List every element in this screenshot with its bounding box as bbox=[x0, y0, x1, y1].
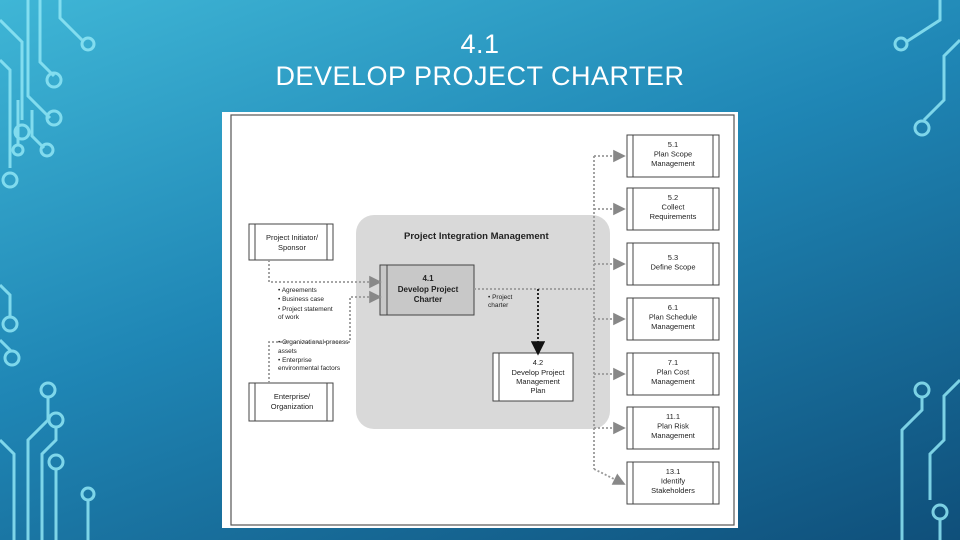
target-process-label: Identify bbox=[661, 477, 685, 486]
sponsor-input-2: • Business case bbox=[278, 296, 324, 303]
target-process-label: Management bbox=[651, 322, 696, 331]
target-process-label: Plan Schedule bbox=[649, 313, 697, 322]
enterprise-input-4: environmental factors bbox=[278, 365, 341, 372]
enterprise-input-2: assets bbox=[278, 348, 298, 355]
target-process-label: Collect bbox=[662, 203, 686, 212]
sponsor-input-4: of work bbox=[278, 314, 300, 321]
target-process-label: Management bbox=[651, 431, 696, 440]
process-4-2-name-3: Plan bbox=[530, 386, 545, 395]
enterprise-input-3: • Enterprise bbox=[278, 357, 312, 364]
sponsor-line-2: Sponsor bbox=[278, 243, 306, 252]
target-process-label: 11.1 bbox=[666, 412, 680, 421]
target-process-label: 7.1 bbox=[668, 358, 678, 367]
sponsor-input-1: • Agreements bbox=[278, 287, 318, 294]
output-label: • Project charter bbox=[488, 294, 513, 309]
target-process-label: 5.2 bbox=[668, 193, 678, 202]
slide-title: 4.1 DEVELOP PROJECT CHARTER bbox=[0, 28, 960, 92]
sponsor-input-3: • Project statement bbox=[278, 306, 333, 313]
slide-title-number: 4.1 bbox=[460, 29, 500, 59]
target-process-label: Stakeholders bbox=[651, 486, 695, 495]
enterprise-line-2: Organization bbox=[271, 402, 314, 411]
process-4-1: 4.1 Develop Project Charter bbox=[379, 264, 475, 316]
process-4-1-name-2: Charter bbox=[414, 295, 442, 304]
enterprise-line-1: Enterprise/ bbox=[274, 392, 311, 401]
process-4-2: 4.2 Develop Project Management Plan bbox=[492, 352, 574, 402]
sponsor-inputs: • Agreements • Business case • Project s… bbox=[278, 287, 333, 321]
enterprise-box: Enterprise/ Organization bbox=[248, 382, 334, 422]
target-process-label: 13.1 bbox=[666, 467, 681, 476]
target-process-label: 5.1 bbox=[668, 140, 678, 149]
target-process-label: Plan Risk bbox=[657, 422, 689, 431]
target-process-label: Plan Scope bbox=[654, 150, 692, 159]
process-diagram: Project Integration Management 4.1 Devel… bbox=[222, 112, 738, 528]
target-process-label: Plan Cost bbox=[657, 368, 690, 377]
process-4-2-id: 4.2 bbox=[533, 358, 543, 367]
process-4-2-name-2: Management bbox=[516, 377, 561, 386]
target-process-label: Requirements bbox=[650, 212, 697, 221]
output-label-2: charter bbox=[488, 302, 509, 309]
target-process-label: 5.3 bbox=[668, 253, 678, 262]
group-label: Project Integration Management bbox=[404, 231, 549, 242]
connectors bbox=[268, 149, 626, 485]
process-4-2-name-1: Develop Project bbox=[512, 368, 566, 377]
target-process-label: Management bbox=[651, 377, 696, 386]
output-label-1: • Project bbox=[488, 294, 513, 301]
target-process-label: Define Scope bbox=[650, 263, 695, 272]
target-process-label: 6.1 bbox=[668, 303, 678, 312]
process-4-1-name-1: Develop Project bbox=[398, 285, 459, 294]
process-diagram-svg: Project Integration Management 4.1 Devel… bbox=[230, 114, 735, 526]
slide-title-text: DEVELOP PROJECT CHARTER bbox=[275, 61, 685, 91]
target-process-label: Management bbox=[651, 159, 696, 168]
sponsor-line-1: Project Initiator/ bbox=[266, 233, 319, 242]
process-4-1-id: 4.1 bbox=[422, 274, 434, 283]
sponsor-box: Project Initiator/ Sponsor bbox=[248, 223, 334, 261]
